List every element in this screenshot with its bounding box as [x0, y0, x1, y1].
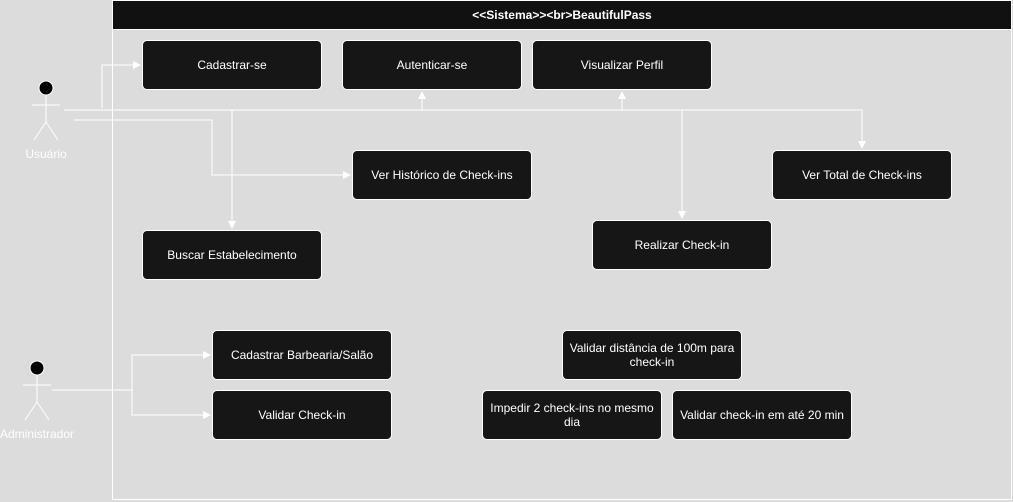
- usecase-ver-total[interactable]: Ver Total de Check-ins: [772, 150, 952, 200]
- edge-usuario-main: [64, 109, 866, 149]
- system-title: <<Sistema>><br>BeautifulPass: [112, 0, 1012, 30]
- usecase-visualizar-perfil[interactable]: Visualizar Perfil: [532, 40, 712, 90]
- edge-ver-historico: [74, 119, 351, 179]
- usecase-cadastrar[interactable]: Cadastrar-se: [142, 40, 322, 90]
- usecase-validar-distancia[interactable]: Validar distância de 100m para check-in: [562, 330, 742, 380]
- edge-validar-checkin: [131, 390, 211, 419]
- usuario-actor-figure: [32, 80, 60, 141]
- edge-cadastrar-barbearia: [131, 351, 211, 390]
- edge-usuario-cadastrar: [101, 61, 141, 108]
- usecase-autenticar[interactable]: Autenticar-se: [342, 40, 522, 90]
- usecase-buscar-estabelecimento[interactable]: Buscar Estabelecimento: [142, 230, 322, 280]
- actor-administrador-label: Administrador: [0, 427, 75, 441]
- usecase-ver-historico[interactable]: Ver Histórico de Check-ins: [352, 150, 532, 200]
- usecase-impedir-checkins[interactable]: Impedir 2 check-ins no mesmo dia: [482, 390, 662, 440]
- usecase-validar-checkin[interactable]: Validar Check-in: [212, 390, 392, 440]
- usecase-cadastrar-barbearia[interactable]: Cadastrar Barbearia/Salão: [212, 330, 392, 380]
- actor-usuario-label: Usuário: [25, 147, 67, 161]
- usecase-validar-20min[interactable]: Validar check-in em até 20 min: [672, 390, 852, 440]
- usecase-realizar-checkin[interactable]: Realizar Check-in: [592, 220, 772, 270]
- administrador-actor-figure: [23, 360, 51, 421]
